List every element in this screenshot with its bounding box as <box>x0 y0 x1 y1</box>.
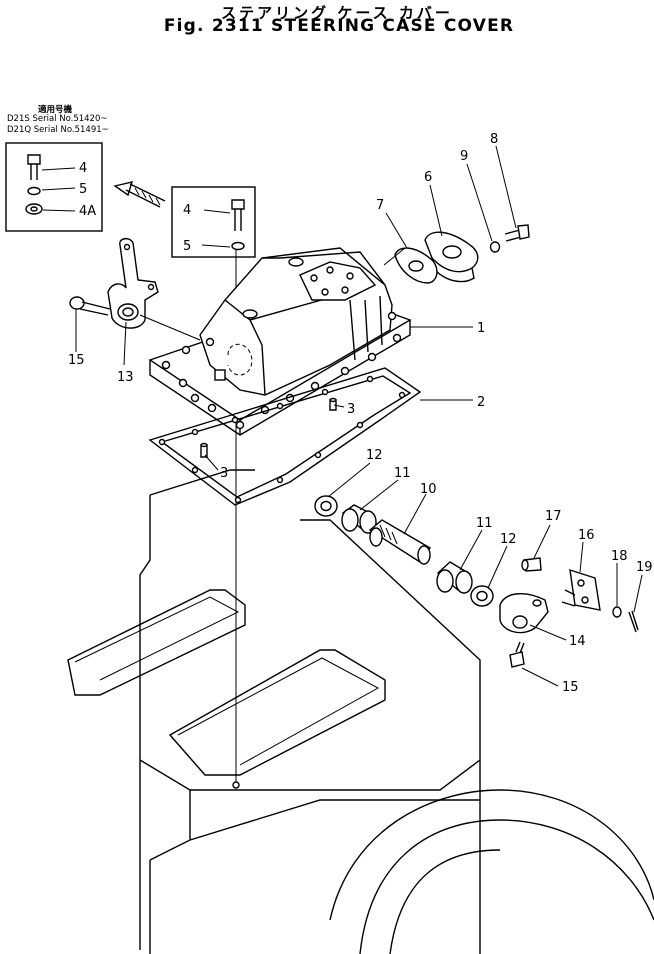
arm-bolt <box>509 641 525 668</box>
serial-kit-box <box>5 142 103 232</box>
callout-15-left: 15 <box>68 353 85 368</box>
callout-3-lower: 3 <box>220 466 228 481</box>
serial-line-d21q: D21Q Serial No.51491~ <box>7 125 109 135</box>
callout-5-box2: 5 <box>183 239 191 254</box>
cotter-pin <box>628 610 639 633</box>
lever-bolt <box>69 296 111 316</box>
serial-header: 適用号機 <box>38 105 73 115</box>
callout-3-upper: 3 <box>347 402 355 417</box>
callout-11-right: 11 <box>476 516 493 531</box>
callout-10: 10 <box>420 482 437 497</box>
gasket <box>148 367 422 506</box>
bearing-left <box>341 504 377 534</box>
callout-8: 8 <box>490 132 498 147</box>
dowel-pin-2 <box>200 442 208 458</box>
stud-bolt <box>113 181 166 208</box>
callout-labels: 1 2 3 3 4 5 4A 4 5 6 7 8 9 10 11 11 12 1… <box>68 132 653 695</box>
callout-4-box2: 4 <box>183 203 191 218</box>
callout-4-box1: 4 <box>79 161 87 176</box>
diagram-title: Fig. 2311 STEERING CASE COVER <box>163 16 515 36</box>
cover-bolt <box>504 224 530 242</box>
callout-1: 1 <box>477 321 485 336</box>
callout-16: 16 <box>578 528 595 543</box>
callout-19: 19 <box>636 560 653 575</box>
clevis-pin <box>521 557 542 572</box>
cover-gasket <box>394 247 438 284</box>
bolt-kit-box <box>171 186 256 258</box>
serial-line-d21s: D21S Serial No.51420~ <box>7 114 108 124</box>
callout-13: 13 <box>117 370 134 385</box>
callout-14: 14 <box>569 634 586 649</box>
callout-5-box1: 5 <box>79 182 87 197</box>
tractor-body-outline <box>67 469 654 954</box>
callout-12-left: 12 <box>366 448 383 463</box>
steering-arm <box>499 593 549 634</box>
pin-washer <box>612 606 622 618</box>
callout-11-left: 11 <box>394 466 411 481</box>
callout-18: 18 <box>611 549 628 564</box>
oil-seal-left <box>314 495 338 517</box>
oil-seal-right <box>470 585 494 607</box>
bearing-right <box>436 561 473 594</box>
steering-lever <box>107 238 201 341</box>
dowel-hole <box>232 781 240 789</box>
cover-plate <box>424 231 479 283</box>
callout-6: 6 <box>424 170 432 185</box>
callout-7: 7 <box>376 198 384 213</box>
callout-12-right: 12 <box>500 532 517 547</box>
callout-17: 17 <box>545 509 562 524</box>
callout-2: 2 <box>477 395 485 410</box>
steering-case-cover <box>148 247 412 436</box>
callout-15-right: 15 <box>562 680 579 695</box>
callout-9: 9 <box>460 149 468 164</box>
leader-lines <box>75 145 643 687</box>
diagram-title-japanese: ステアリング ケース カバー <box>221 4 453 22</box>
dowel-pin-1 <box>329 397 337 411</box>
callout-4A-box1: 4A <box>79 204 96 219</box>
lock-washer <box>489 241 501 253</box>
clevis-bracket <box>561 568 601 611</box>
steering-shaft <box>368 519 432 565</box>
